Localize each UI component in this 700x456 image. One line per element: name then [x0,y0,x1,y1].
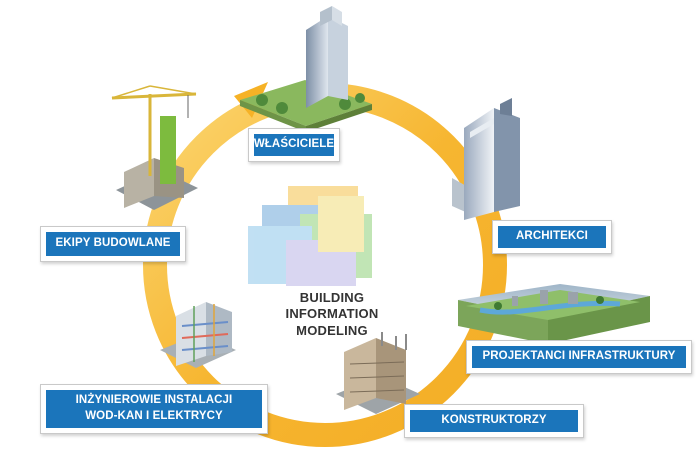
label-builders-text: EKIPY BUDOWLANE [46,232,180,256]
bim-title: BUILDING INFORMATION MODELING [262,290,402,339]
bim-title-line-1: BUILDING [299,290,365,305]
bim-title-line-2: INFORMATION [285,306,379,322]
label-infrastructure: PROJEKTANCI INFRASTRUKTURY [466,340,692,374]
bim-title-line-3: MODELING [296,322,368,338]
label-structural: KONSTRUKTORZY [404,404,584,438]
label-owners: WŁAŚCICIELE [248,128,340,162]
label-mep-line-1: INŻYNIEROWIE INSTALACJI [75,394,233,407]
structural-building-illustration [336,332,420,414]
label-infrastructure-text: PROJEKTANCI INFRASTRUKTURY [472,346,686,368]
label-mep-text: INŻYNIEROWIE INSTALACJI WOD-KAN I ELEKTR… [46,390,262,428]
label-mep: INŻYNIEROWIE INSTALACJI WOD-KAN I ELEKTR… [40,384,268,434]
label-architects-text: ARCHITEKCI [498,226,606,248]
builders-crane-illustration [111,85,198,210]
label-mep-line-2: WOD-KAN I ELEKTRYCY [85,410,223,422]
label-architects: ARCHITEKCI [492,220,612,254]
owners-building-illustration [240,6,372,132]
label-owners-text: WŁAŚCICIELE [254,134,334,156]
label-structural-text: KONSTRUKTORZY [410,410,578,432]
infrastructure-illustration [458,284,650,344]
mep-building-illustration [160,302,236,368]
architects-building-illustration [452,98,520,220]
label-builders: EKIPY BUDOWLANE [40,226,186,262]
bim-cube-icon [248,186,372,286]
